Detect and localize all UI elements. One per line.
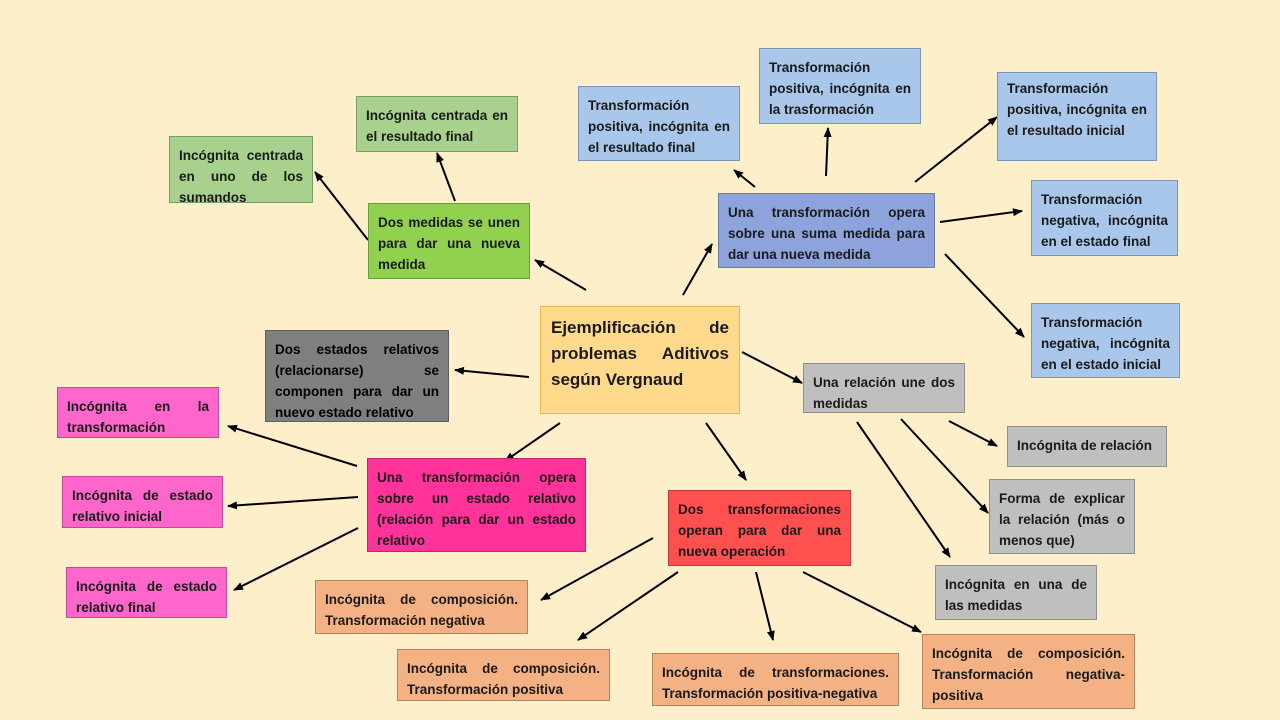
arrow-suma-tn-estado-inicial [944, 253, 1025, 338]
arrow-center-estados-relativos [454, 366, 530, 378]
node-relacion-une: Una relación une dos medidas [803, 363, 965, 413]
node-inc-transformacion: Incógnita en la transformación [57, 387, 219, 438]
node-tn-estado-inicial: Transformación negativa, incógnita en el… [1031, 303, 1180, 378]
arrow-er-inc-estado-final [233, 527, 359, 591]
node-transf-pos-neg: Incógnita de transformaciones. Transform… [652, 653, 899, 706]
node-medidas-unen: Dos medidas se unen para dar una nueva m… [368, 203, 530, 279]
node-tn-estado-final: Transformación negativa, incógnita en el… [1031, 180, 1178, 256]
node-inc-resultado-final: Incógnita centrada en el resultado final [356, 96, 518, 152]
arrow-suma-tp-trasformacion [823, 127, 832, 177]
node-transf-estado-relativo: Una transformación opera sobre un estado… [367, 458, 586, 552]
arrow-er-inc-transformacion [227, 424, 358, 467]
center-title: Ejemplificación de problemas Aditivos se… [551, 318, 729, 389]
arrow-dt-comp-negativa [540, 537, 654, 601]
arrow-relacion-forma [900, 418, 989, 514]
node-tp-resultado-final: Transformación positiva, incógnita en el… [578, 86, 740, 161]
arrow-center-medidas [534, 259, 587, 291]
node-dos-transformaciones: Dos transformaciones operan para dar una… [668, 490, 851, 566]
arrow-dt-comp-neg-pos [802, 571, 922, 633]
arrow-center-estado-relativo [504, 422, 561, 462]
center-title-box: Ejemplificación de problemas Aditivos se… [540, 306, 740, 414]
arrow-suma-tp-resultado-final [733, 169, 756, 188]
arrow-er-inc-estado-inicial [227, 496, 359, 510]
node-tp-resultado-inicial: Transformación positiva, incógnita en el… [997, 72, 1157, 161]
arrow-relacion-una-medida [856, 421, 951, 558]
arrow-dt-comp-positiva [577, 571, 679, 641]
arrow-medidas-sumandos [314, 171, 369, 241]
arrow-suma-tn-estado-final [939, 208, 1023, 223]
arrow-medidas-resultado-final [436, 152, 456, 202]
arrow-center-dos-transf [705, 422, 747, 481]
arrow-dt-transf-pos-neg [755, 571, 775, 641]
node-inc-estado-inicial: Incógnita de estado relativo inicial [62, 476, 223, 528]
node-comp-negativa: Incógnita de composición. Transformación… [315, 580, 528, 634]
arrow-center-relacion [741, 351, 803, 384]
node-comp-positiva: Incógnita de composición. Transformación… [397, 649, 610, 701]
node-inc-relacion: Incógnita de relación [1007, 426, 1167, 467]
node-inc-una-medida: Incógnita en una de las medidas [935, 565, 1097, 620]
node-estados-relativos: Dos estados relativos (relacionarse) se … [265, 330, 449, 422]
arrow-relacion-inc-relacion [948, 420, 998, 447]
node-forma-explicar: Forma de explicar la relación (más o men… [989, 479, 1135, 554]
node-inc-sumandos: Incógnita centrada en uno de los sumando… [169, 136, 313, 205]
arrow-suma-tp-resultado-inicial [914, 116, 998, 183]
node-transf-suma: Una transformación opera sobre una suma … [718, 193, 935, 268]
node-comp-neg-pos: Incógnita de composición. Transformación… [922, 634, 1135, 709]
node-tp-trasformacion: Transformación positiva, incógnita en la… [759, 48, 921, 124]
node-inc-estado-final: Incógnita de estado relativo final [66, 567, 227, 618]
arrow-center-transf-suma [682, 243, 713, 296]
